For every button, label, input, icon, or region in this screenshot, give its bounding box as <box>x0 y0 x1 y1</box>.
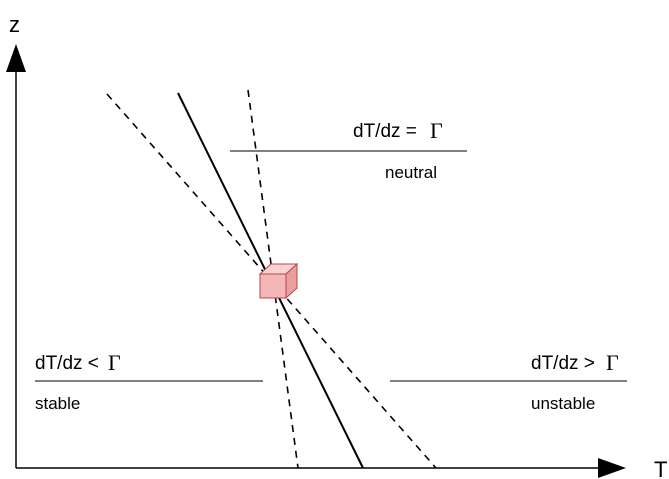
neutral-equation: dT/dz = <box>353 121 417 142</box>
stable-gamma: Γ <box>108 350 121 375</box>
unstable-gamma: Γ <box>606 350 619 375</box>
x-axis-label: T <box>654 457 667 479</box>
stable-annotation: dT/dz < Γ stable <box>35 350 263 413</box>
unstable-equation: dT/dz > <box>531 353 595 374</box>
y-axis-label: z <box>9 12 20 37</box>
unstable-condition: unstable <box>531 394 595 413</box>
stable-lapse-line <box>247 89 299 469</box>
air-parcel-cube <box>258 262 299 300</box>
unstable-annotation: dT/dz > Γ unstable <box>390 350 627 413</box>
y-axis <box>6 44 26 468</box>
neutral-gamma: Γ <box>430 118 443 143</box>
stable-condition: stable <box>35 394 80 413</box>
x-axis <box>16 458 626 478</box>
x-axis-arrowhead <box>598 458 626 478</box>
stable-equation: dT/dz < <box>35 353 99 374</box>
neutral-annotation: dT/dz = Γ neutral <box>230 118 467 182</box>
neutral-condition: neutral <box>385 163 437 182</box>
y-axis-arrowhead <box>6 44 26 72</box>
